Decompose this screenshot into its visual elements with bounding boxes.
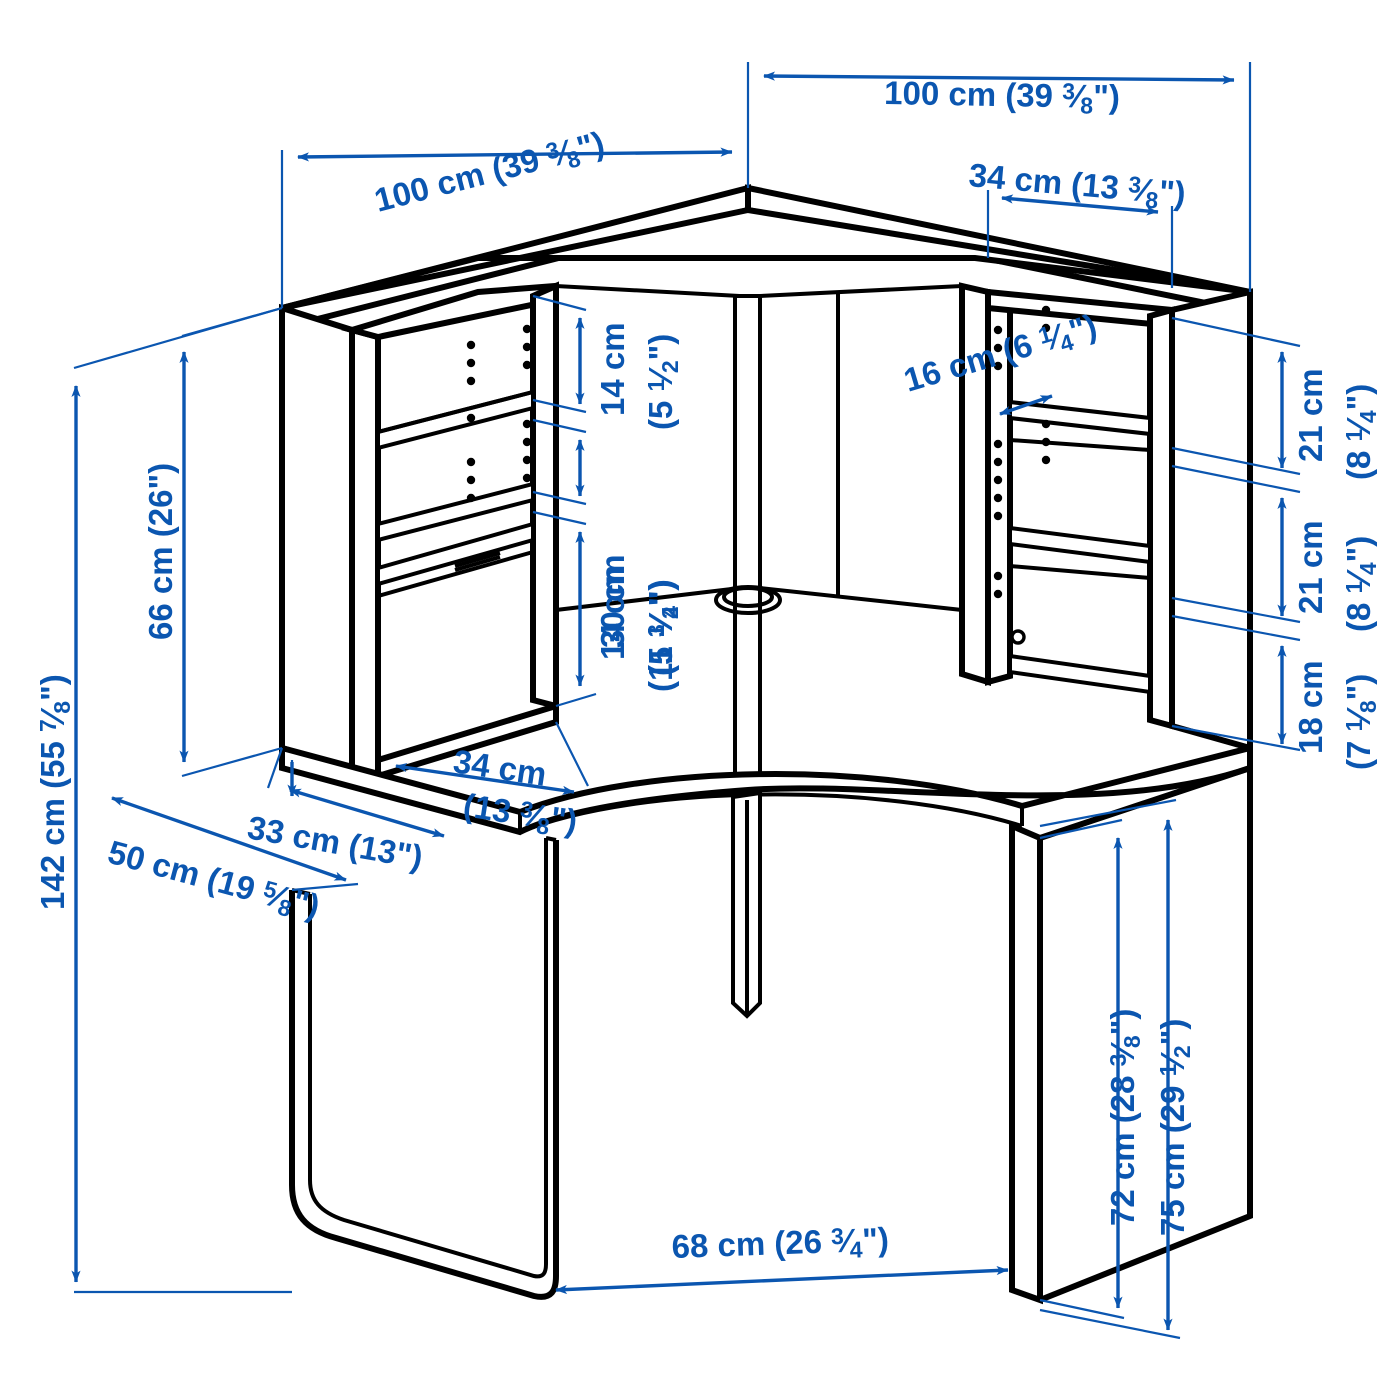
dim-hutch-height: 66 cm (26") (142, 306, 283, 778)
dim-label-hutch-height: 66 cm (26") (142, 463, 179, 640)
dim-left-door-height: 30 cm (11 3⁄4") (532, 510, 683, 708)
dim-label-hutch-depth-cm: 34 cm (451, 742, 549, 792)
dim-knee-height: 72 cm (28 3⁄8") (1039, 818, 1145, 1320)
dim-label-inner-depth: 33 cm (13") (245, 808, 426, 875)
dim-label-desk-height: 75 cm (29 1⁄2") (1154, 1019, 1195, 1236)
furniture-outline (279, 184, 1253, 1305)
hutch-top-panel (279, 184, 1253, 332)
peg-holes-left (466, 324, 532, 503)
center-support-post (731, 790, 762, 1019)
dim-top-right-width: 100 cm (39 3⁄8") (763, 62, 1252, 292)
dim-label-right-shelf-middle-inch: (8 1⁄4") (1340, 536, 1381, 632)
dimension-annotations: 100 cm (39 3⁄8") 100 cm (39 3⁄8") 34 cm … (34, 62, 1381, 1340)
dim-desk-front-width: 68 cm (26 3⁄4") (555, 1220, 1009, 1295)
dim-label-left-shelf-upper: 14 cm (594, 322, 631, 416)
dim-left-shelf-lower: 14 cm (5 1⁄2") (532, 418, 683, 676)
screw-hole-icon (1010, 629, 1026, 645)
dim-label-hutch-depth-inch: (13 3⁄8") (460, 786, 579, 843)
dim-label-knee-height: 72 cm (28 3⁄8") (1104, 1009, 1145, 1226)
dim-label-left-shelf-lower: 14 cm (594, 566, 631, 660)
dim-right-shelf-middle: 21 cm (8 1⁄4") (1171, 464, 1381, 632)
peg-holes-right (993, 305, 1051, 599)
dim-label-top-right-width: 100 cm (39 3⁄8") (884, 74, 1120, 119)
left-leg-panel (289, 836, 559, 1300)
dim-overall-height: 142 cm (55 7⁄8") (34, 306, 292, 1294)
dim-label-top-right-depth: 34 cm (13 3⁄8") (967, 156, 1187, 216)
dim-label-right-shelf-bottom-inch: (7 1⁄8") (1340, 674, 1381, 770)
right-shelf-unit (959, 282, 1253, 752)
dim-label-top-left-width: 100 cm (39 3⁄8") (370, 124, 608, 223)
dim-label-right-shelf-upper-inch: (8 1⁄4") (1340, 384, 1381, 480)
dim-label-right-shelf-middle: 21 cm (1292, 520, 1329, 614)
dim-label-left-door-height-inch: (11 3⁄4") (642, 579, 683, 692)
dim-label-left-shelf-upper-inch: (5 1⁄2") (642, 334, 683, 430)
dim-left-shelf-upper: 14 cm (5 1⁄2") (532, 294, 683, 430)
desk-top (279, 744, 1253, 836)
dim-label-right-shelf-bottom: 18 cm (1292, 660, 1329, 754)
dim-label-right-shelf-upper: 21 cm (1292, 368, 1329, 462)
dim-label-left-door-height: 30 cm (594, 554, 631, 648)
dim-right-shelf-upper: 21 cm (8 1⁄4") (1171, 316, 1381, 480)
dim-label-overall-height: 142 cm (55 7⁄8") (34, 674, 75, 910)
left-cabinet (279, 281, 559, 781)
dim-desk-height: 75 cm (29 1⁄2") (1039, 798, 1195, 1340)
dim-label-desk-front-width: 68 cm (26 3⁄4") (671, 1220, 890, 1269)
